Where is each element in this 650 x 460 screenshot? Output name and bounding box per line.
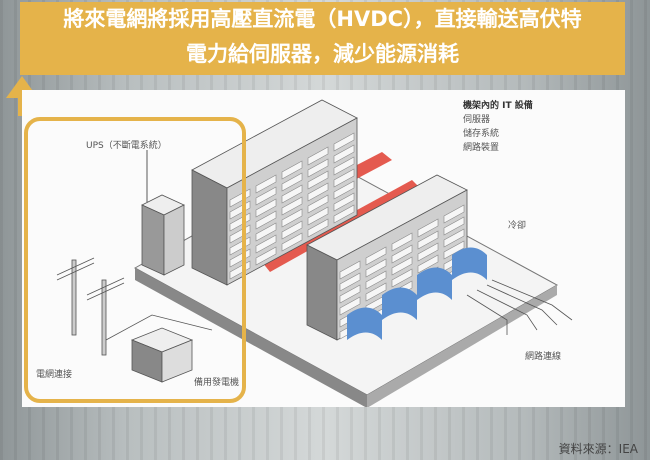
server-slot <box>391 268 413 288</box>
server-slot <box>281 196 303 216</box>
headline-banner: 將來電網將採用高壓直流電（HVDC），直接輸送高伏特 電力給伺服器，減少能源消耗 <box>20 2 625 75</box>
server-slot <box>333 192 355 212</box>
server-slot <box>391 256 413 276</box>
server-slot <box>255 186 277 206</box>
hot-aisle-strip <box>262 180 420 272</box>
server-slot <box>417 254 439 274</box>
server-slot <box>307 194 329 214</box>
server-slot <box>281 172 303 192</box>
datacenter-diagram <box>56 99 573 407</box>
server-slot <box>333 144 355 164</box>
it-item-storage: 儲存系統 <box>463 129 500 139</box>
power-poles <box>56 257 125 356</box>
server-slot <box>417 218 439 238</box>
server-slot <box>281 208 303 228</box>
server-slot <box>255 222 277 242</box>
server-slot <box>281 160 303 180</box>
server-slot <box>255 210 277 230</box>
server-slot <box>333 168 355 188</box>
server-slot <box>333 132 355 152</box>
server-slot <box>333 180 355 200</box>
server-slot <box>281 184 303 204</box>
headline-line-1: 將來電網將採用高壓直流電（HVDC），直接輸送高伏特 <box>63 7 582 31</box>
server-slot <box>255 246 277 266</box>
it-equipment-title: 機架內的 IT 設備 <box>463 101 533 111</box>
server-slot <box>365 258 387 278</box>
server-slot <box>281 232 303 252</box>
server-slot <box>255 198 277 218</box>
server-slot <box>307 146 329 166</box>
server-slot <box>365 270 387 290</box>
server-slot <box>365 282 387 302</box>
server-slot <box>307 218 329 238</box>
it-item-servers: 伺服器 <box>463 115 491 125</box>
server-slot <box>391 244 413 264</box>
network-cables <box>466 279 573 335</box>
server-slot <box>443 240 465 260</box>
cooling-label: 冷卻 <box>508 221 527 231</box>
server-slot <box>417 242 439 262</box>
power-infrastructure-highlight <box>24 117 246 403</box>
server-slot <box>339 272 361 292</box>
server-slot <box>391 232 413 252</box>
diagram-panel: UPS（不斷電系統） 電網連接 備用發電機 機架內的 IT 設備 伺服器 儲存系… <box>22 90 625 407</box>
server-slot <box>339 296 361 316</box>
server-slot <box>281 220 303 240</box>
cooling-units <box>347 247 487 340</box>
server-slot <box>307 206 329 226</box>
server-slot <box>255 234 277 254</box>
server-slot <box>307 182 329 202</box>
network-label: 網路連線 <box>525 352 562 362</box>
grid-connection-label: 電網連接 <box>36 370 73 380</box>
it-item-network: 網路裝置 <box>463 143 500 153</box>
server-slot <box>339 260 361 280</box>
headline-line-2: 電力給伺服器，減少能源消耗 <box>186 42 459 66</box>
server-slot <box>365 246 387 266</box>
server-slot <box>333 156 355 176</box>
floor-edge <box>135 268 367 407</box>
source-credit: 資料來源：IEA <box>558 442 638 456</box>
generator-label: 備用發電機 <box>194 378 240 388</box>
server-slot <box>339 284 361 304</box>
ups-cabinet <box>141 194 185 276</box>
ups-label: UPS（不斷電系統） <box>86 141 167 151</box>
server-slot <box>443 204 465 224</box>
rack-row-back <box>191 99 358 286</box>
server-slot <box>255 174 277 194</box>
server-slot <box>307 170 329 190</box>
backup-generator <box>130 327 194 383</box>
server-slot <box>333 204 355 224</box>
server-slot <box>443 216 465 236</box>
server-slot <box>443 228 465 248</box>
server-slot <box>307 158 329 178</box>
server-slot <box>417 230 439 250</box>
